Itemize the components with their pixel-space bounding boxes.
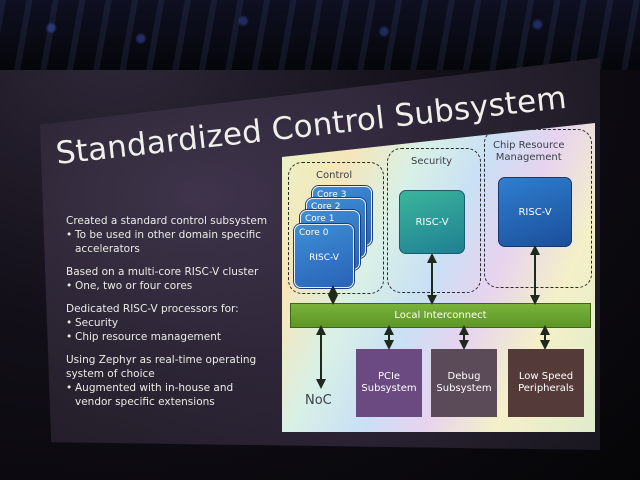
bullet-sub: Security [66, 316, 271, 330]
bullet-list: Created a standard control subsystem To … [66, 214, 271, 418]
core-label: Core 3 [317, 190, 347, 200]
crm-label-line: Management [495, 152, 562, 163]
core-label: Core 1 [305, 214, 335, 224]
bullet-sub-continued: accelerators [75, 243, 140, 255]
debug-label: Debug Subsystem [436, 371, 491, 395]
pcie-label: PCIe Subsystem [361, 371, 416, 395]
bullet-main: Based on a multi-core RISC-V cluster [66, 266, 259, 278]
core-label: Core 0 [299, 228, 329, 238]
bullet-sub: To be used in other domain specific [66, 228, 271, 242]
bullet-sub-continued: vendor specific extensions [75, 396, 215, 408]
bullet-group: Based on a multi-core RISC-V cluster One… [66, 265, 271, 293]
debug-label-line: Subsystem [436, 383, 492, 394]
bullet-sub: One, two or four cores [66, 279, 271, 293]
bullet-group: Using Zephyr as real-time operating syst… [66, 353, 271, 409]
noc-label: NoC [305, 393, 332, 408]
bullet-main: Created a standard control subsystem [66, 215, 268, 227]
bullet-sub: Chip resource management [66, 330, 271, 344]
bullet-main: Using Zephyr as real-time operating [66, 354, 257, 366]
ceiling-lights [0, 0, 640, 70]
pcie-label-line: PCIe [377, 371, 401, 382]
core-label: Core 2 [311, 202, 341, 212]
crm-label: Chip Resource Management [493, 140, 564, 164]
low-speed-peripherals-box: Low Speed Peripherals [508, 349, 584, 417]
low-speed-label-line: Low Speed [518, 371, 574, 382]
local-interconnect-bar: Local Interconnect [290, 303, 591, 328]
security-label: Security [411, 156, 453, 167]
bullet-group: Dedicated RISC-V processors for: Securit… [66, 302, 271, 344]
crm-label-line: Chip Resource [493, 140, 565, 151]
low-speed-label: Low Speed Peripherals [518, 371, 574, 395]
pcie-label-line: Subsystem [361, 383, 417, 394]
control-label: Control [316, 170, 353, 181]
bullet-group: Created a standard control subsystem To … [66, 214, 271, 256]
debug-subsystem-box: Debug Subsystem [431, 349, 497, 417]
core-riscv-label: RISC-V [309, 253, 339, 263]
bullet-main: Dedicated RISC-V processors for: [66, 303, 239, 315]
debug-label-line: Debug [447, 371, 481, 382]
crm-riscv-box: RISC-V [498, 177, 572, 247]
pcie-subsystem-box: PCIe Subsystem [356, 349, 422, 417]
bullet-main-continued: system of choice [66, 368, 155, 380]
security-riscv-box: RISC-V [399, 190, 465, 254]
bullet-sub: Augmented with in-house and [66, 381, 271, 395]
core-0: Core 0 RISC-V [294, 224, 354, 288]
low-speed-label-line: Peripherals [518, 383, 574, 394]
